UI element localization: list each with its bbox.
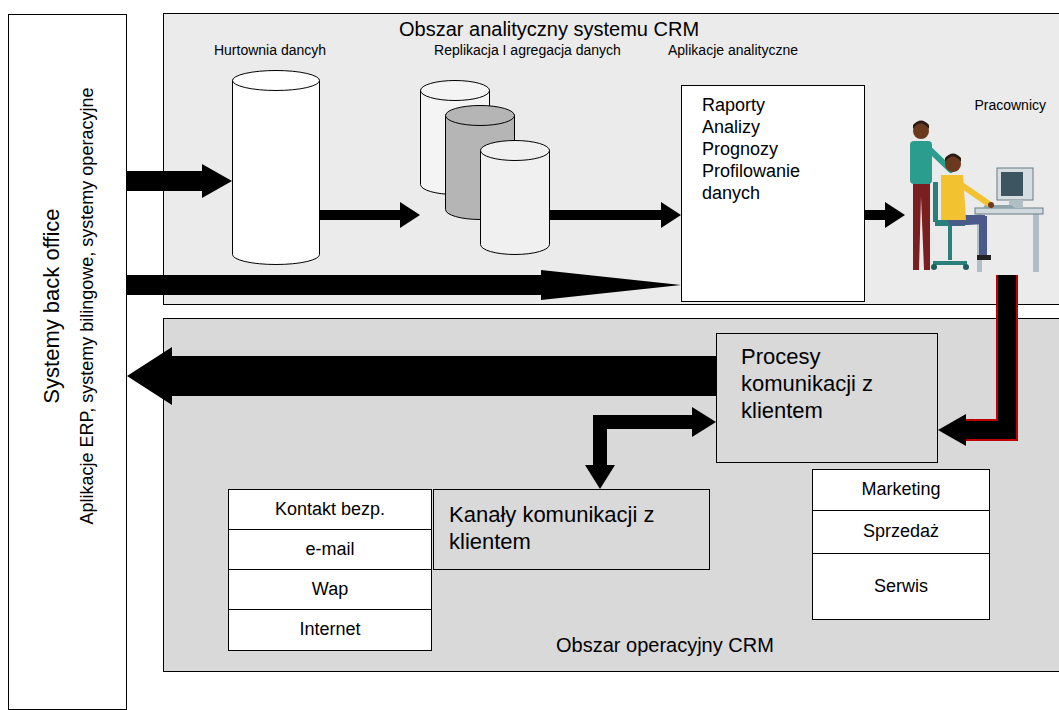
arrow-shaft	[865, 210, 886, 220]
node-label: Replikacja I agregacja danych	[395, 42, 660, 59]
flow-arrow	[127, 270, 681, 300]
process-area-box: Sprzedaż	[812, 510, 990, 554]
text-holder: Kontakt bezp.	[229, 490, 431, 529]
arrow-outline	[965, 275, 1007, 430]
arrow-head	[585, 465, 615, 489]
text-holder: Sprzedaż	[813, 511, 989, 553]
flow-arrow	[938, 275, 1007, 446]
node-label: Marketing	[861, 479, 940, 501]
node-label: Kanały komunikacji z klientem	[449, 502, 659, 556]
back-office-band: Systemy back office Aplikacje ERP, system…	[8, 14, 127, 710]
text-holder: Serwis	[813, 554, 989, 619]
text-holder: Aplikacje analityczne	[668, 42, 798, 59]
arrow-shaft	[320, 210, 401, 220]
text-holder: Wap	[229, 570, 431, 609]
flow-arrow	[550, 202, 681, 228]
channel-item-box: e-mail	[228, 529, 432, 570]
text-holder: Obszar operacyjny CRM	[556, 633, 774, 657]
apps-list-box: RaportyAnalizyPrognozyProfilowanie danyc…	[681, 85, 865, 302]
operational-panel: Obszar operacyjny CRM Procesy komunikacji…	[163, 318, 1059, 672]
text-holder: e-mail	[229, 530, 431, 569]
analytic-panel: Obszar analityczny systemu CRM Hurtownia …	[163, 13, 1059, 305]
database-cylinder	[232, 70, 320, 265]
node-label: Systemy back office	[38, 208, 65, 403]
arrow-head	[541, 270, 681, 300]
arrow-head	[692, 407, 716, 437]
channel-item-box: Kontakt bezp.	[228, 489, 432, 530]
flow-arrow	[585, 407, 716, 489]
arrow-shaft	[171, 356, 716, 396]
text-holder: Hurtownia dancyh	[195, 42, 345, 59]
node-label: Kontakt bezp.	[275, 499, 385, 521]
arrow-shaft	[600, 422, 693, 466]
node-label: Pracownicy	[974, 97, 1046, 114]
node-label: Obszar operacyjny CRM	[556, 633, 774, 657]
text-holder: Internet	[229, 610, 431, 650]
node-label: Procesy komunikacji z klientem	[741, 344, 917, 424]
node-label: Sprzedaż	[863, 521, 939, 543]
channel-item-box: Internet	[228, 609, 432, 651]
employees-illustration	[905, 120, 1045, 275]
flow-arrow	[865, 202, 905, 228]
node-label: Obszar analityczny systemu CRM	[399, 17, 699, 41]
channel-box: Kanały komunikacji z klientem	[433, 489, 710, 570]
node-label: Aplikacje analityczne	[668, 42, 798, 59]
arrow-shaft	[127, 171, 203, 191]
arrow-head	[400, 202, 420, 228]
replication-cylinders: Replikacja I agregacja danych	[395, 40, 660, 265]
flow-arrow	[127, 347, 716, 405]
arrow-head	[202, 164, 232, 198]
database-cylinders	[420, 80, 550, 255]
text-holder: Obszar analityczny systemu CRM	[399, 17, 699, 41]
arrow-shaft	[127, 275, 542, 295]
node-label: Profilowanie danych	[702, 161, 854, 205]
employees-figure: Pracownicy	[900, 95, 1050, 275]
node-label: Aplikacje ERP, systemy bilingowe, system…	[77, 88, 99, 525]
flow-arrow	[320, 202, 420, 228]
node-label: Prognozy	[702, 139, 854, 161]
arrow-shaft	[550, 210, 662, 220]
node-label: Wap	[312, 579, 348, 601]
text-holder: Systemy back office Aplikacje ERP, system…	[19, 6, 119, 606]
node-label: e-mail	[305, 539, 354, 561]
arrow-head	[661, 202, 681, 228]
text-holder: Kanały komunikacji z klientem	[434, 490, 709, 569]
node-label: Analizy	[702, 117, 854, 139]
arrow-head	[885, 202, 905, 228]
text-holder: Procesy komunikacji z klientem	[717, 334, 937, 462]
arrow-head	[938, 414, 966, 446]
node-label: Serwis	[874, 576, 928, 598]
text-holder: Pracownicy	[974, 97, 1046, 114]
node-label: Hurtownia dancyh	[195, 42, 345, 59]
data-warehouse-cylinder: Hurtownia dancyh	[205, 40, 335, 266]
text-holder: Replikacja I agregacja danych	[395, 42, 660, 59]
flow-arrow	[127, 164, 232, 198]
analytic-apps: Aplikacje analityczneRaportyAnalizyProgn…	[665, 40, 870, 302]
process-box: Procesy komunikacji z klientem	[716, 333, 938, 463]
node-label: Internet	[299, 619, 360, 641]
process-area-box: Marketing	[812, 469, 990, 511]
arrow-shaft	[965, 275, 1007, 430]
arrow-head	[127, 347, 172, 405]
process-area-box: Serwis	[812, 553, 990, 620]
text-holder: Marketing	[813, 470, 989, 510]
node-label: Raporty	[702, 95, 854, 117]
channel-item-box: Wap	[228, 569, 432, 610]
